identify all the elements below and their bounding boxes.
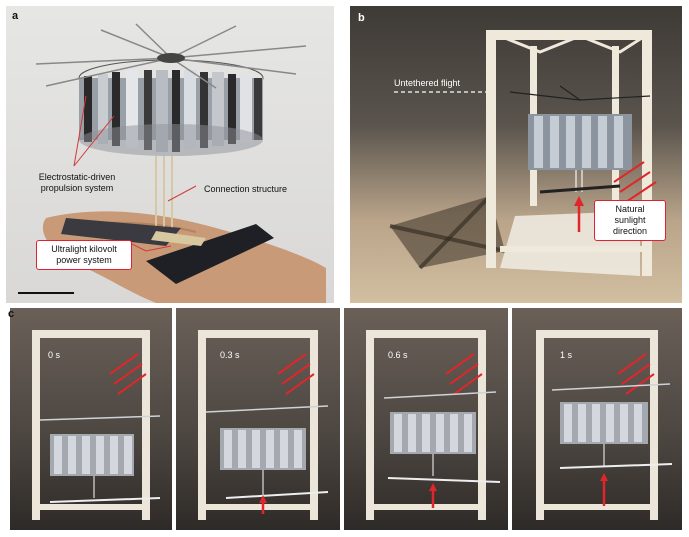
rotor-blades (509, 85, 651, 101)
time-label: 0.3 s (220, 350, 240, 360)
sunlight-arrows (613, 161, 657, 203)
connection-label: Connection structure (204, 184, 288, 194)
panel-b: b (350, 6, 682, 303)
frame-3-photo (536, 330, 673, 520)
sunlight-callout: Natural sunlight direction (594, 200, 666, 241)
frame-0: 0 s (10, 308, 172, 530)
electrode-strips (84, 70, 262, 152)
power-callout: Ultralight kilovolt power system (36, 240, 132, 270)
panel-c-letter: c (8, 308, 15, 320)
time-label: 0 s (48, 350, 61, 360)
frame-shadow (390, 196, 505, 268)
panel-a-photo (18, 23, 327, 303)
solar-panel-left (61, 218, 181, 246)
time-label: 1 s (560, 350, 573, 360)
solar-panel-right (146, 224, 274, 284)
panel-a: a (6, 6, 334, 303)
frame-1-photo (198, 330, 329, 520)
frame-2-photo (366, 330, 501, 520)
rotor-blades (35, 23, 307, 89)
panel-b-letter: b (358, 12, 365, 24)
frame-0-photo (32, 330, 161, 520)
flight-label: Untethered flight (394, 78, 461, 88)
propulsion-label: Electrostatic-driven propulsion system (38, 172, 116, 193)
power-panel (539, 184, 621, 194)
time-label: 0.6 s (388, 350, 408, 360)
frame-3: 1 s (512, 308, 682, 530)
panel-b-photo (389, 30, 657, 276)
panel-a-letter: a (12, 10, 19, 22)
frame-1: 0.3 s (176, 308, 340, 530)
panel-c: c 0 s 0.3 s 0.6 s (6, 308, 682, 530)
frame-2: 0.6 s (344, 308, 508, 530)
